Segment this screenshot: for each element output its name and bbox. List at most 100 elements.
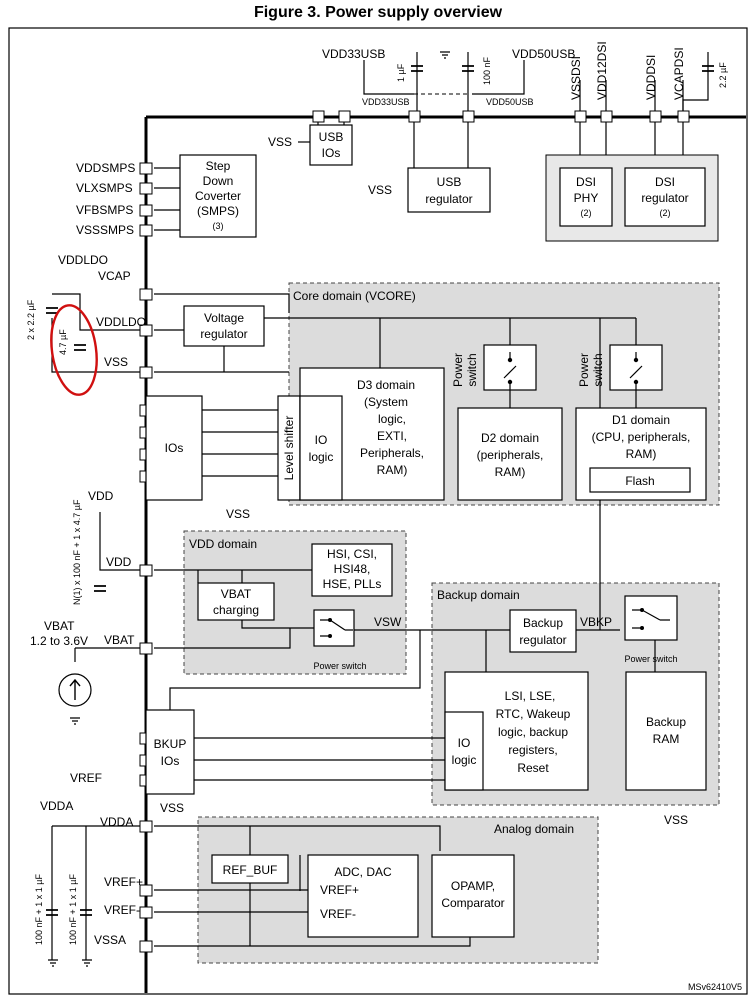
label-vref-plus: VREF+ [104,875,143,889]
voltage-regulator-line1: Voltage [204,311,244,325]
d2-power-switch-label1: Power [451,353,465,387]
cap-47uf: 4.7 µF [58,329,68,355]
dsi-phy-block [559,167,613,227]
vbat-charging-line1: VBAT [221,587,252,601]
label-vdd12dsi: VDD12DSI [595,41,609,100]
vdd-power-switch [313,609,355,647]
bkup-ios-line2: IOs [161,754,180,768]
voltage-regulator-block [183,305,265,347]
label-vlxsmps: VLXSMPS [76,181,133,195]
capacitor-labels: 1 µF 100 nF 2.2 µF 2 x 2.2 µF 4.7 µF N(1… [26,56,728,945]
backup-regulator-line1: Backup [523,616,563,630]
dsi-regulator-line2: regulator [641,191,688,205]
cap-vdd: N(1) x 100 nF + 1 x 4.7 µF [72,499,82,605]
lse-line5: Reset [517,761,549,775]
cap-vref: 100 nF + 1 x 1 µF [34,874,44,945]
d3-line2: (System [364,395,408,409]
opamp-block [431,854,515,938]
label-vddldo: VDDLDO [96,315,146,329]
label-vss-bkup: VSS [160,801,184,815]
label-vdd-top: VDD [88,489,114,503]
label-vdd: VDD [106,555,132,569]
lse-line1: LSI, LSE, [505,689,556,703]
level-shifter-label: Level shifter [282,416,296,481]
usb-regulator-line2: regulator [425,192,472,206]
dsi-regulator-footnote: (2) [660,208,671,218]
label-vsw: VSW [374,615,402,629]
backup-ram-line2: RAM [653,732,680,746]
d1-line2: (CPU, peripherals, [592,430,691,444]
backup-ram-line1: Backup [646,715,686,729]
smps-line3: Coverter [195,189,241,203]
flash-label: Flash [625,474,654,488]
ref-buf-label: REF_BUF [223,863,278,877]
usb-ios-block [309,124,353,166]
bkup-ios-line1: BKUP [154,737,187,751]
label-vref-top: VREF [70,771,102,785]
adc-dac-block [307,854,419,938]
d3-line4: EXTI, [377,429,407,443]
flash-block [589,467,691,493]
smps-line1: Step [206,159,231,173]
label-vbkp: VBKP [580,615,612,629]
backup-power-switch [624,595,678,641]
ios-label: IOs [165,441,184,455]
label-vsssmps: VSSSMPS [76,223,134,237]
d3-line5: Peripherals, [360,446,424,460]
d1-line3: RAM) [626,447,657,461]
label-vref-minus: VREF- [104,903,140,917]
hsi-block [311,543,393,597]
label-vdddsi: VDDDSI [644,55,658,100]
label-vssdsi: VSSDSI [569,56,583,100]
usb-regulator-line1: USB [437,175,462,189]
label-vddldo-top: VDDLDO [58,253,108,267]
label-vcapdsi: VCAPDSI [672,47,686,100]
d3-line1: D3 domain [357,378,415,392]
dsi-phy-line1: DSI [576,175,596,189]
backup-power-switch-caption: Power switch [624,654,677,664]
ref-buf-block [211,854,289,884]
adc-vref-plus: VREF+ [320,883,359,897]
dsi-phy-footnote: (2) [581,208,592,218]
label-vbat-top: VBAT [44,619,75,633]
label-vdda-top: VDDA [40,799,73,813]
vdd-domain-label: VDD domain [189,537,257,551]
bkup-ios-block [145,709,195,795]
dsi-phy-line2: PHY [574,191,599,205]
voltage-regulator-line2: regulator [200,327,247,341]
backup-regulator-line2: regulator [519,633,566,647]
opamp-line1: OPAMP, [451,879,495,893]
label-vcap: VCAP [98,269,131,283]
lse-line4: registers, [508,743,557,757]
vdd-power-switch-caption: Power switch [313,661,366,671]
smps-line4: (SMPS) [197,204,239,218]
usb-ios-line1: USB [319,130,344,144]
core-domain-label: Core domain (VCORE) [293,289,416,303]
label-vss-core: VSS [104,355,128,369]
label-vddsmps: VDDSMPS [76,161,135,175]
d2-line3: RAM) [495,465,526,479]
d2-line2: (peripherals, [477,448,544,462]
cap-vdda: 100 nF + 1 x 1 µF [68,874,78,945]
dsi-regulator-line1: DSI [655,175,675,189]
usb-ios-line2: IOs [322,146,341,160]
backup-io-logic-block [444,711,484,791]
chip-boundary [144,115,746,993]
analog-domain-label: Analog domain [494,822,574,836]
usb-regulator-block [407,167,491,213]
backup-io-logic-line2: logic [452,753,477,767]
red-annotation-circle [50,304,98,396]
cap-22uf: 2.2 µF [718,62,728,88]
label-vdd33usb: VDD33USB [362,97,410,107]
label-vssa: VSSA [94,933,126,947]
figure-reference: MSv62410V5 [688,982,742,992]
d3-line6: RAM) [377,463,408,477]
adc-vref-minus: VREF- [320,907,356,921]
backup-io-logic-line1: IO [458,736,471,750]
cap-vbat-range: 1.2 to 3.6V [30,634,88,648]
ios-block [145,395,203,501]
hsi-line1: HSI, CSI, [327,547,377,561]
d2-power-switch-label2: switch [465,353,479,386]
d3-line3: logic, [378,412,406,426]
